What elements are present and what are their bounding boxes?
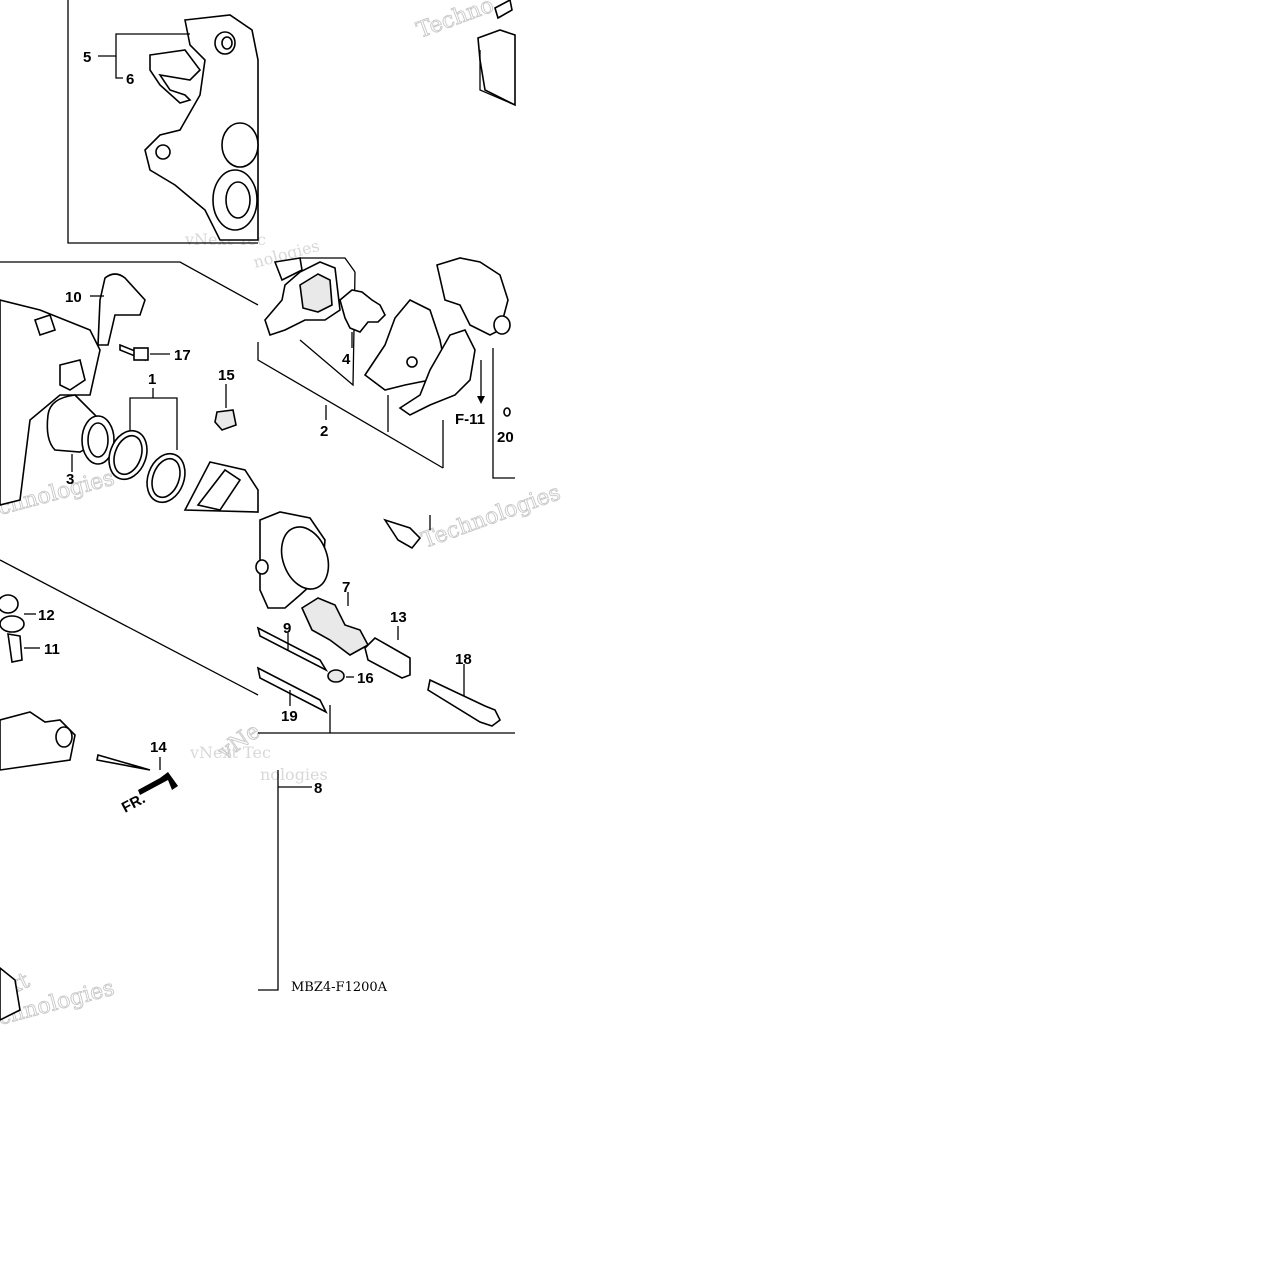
pin-bolt: [256, 626, 329, 672]
callout-1: 1: [148, 371, 156, 388]
callout-8: 8: [314, 780, 322, 797]
diagram-code: MBZ4-F1200A: [291, 980, 388, 995]
brake-pad-tile: 4 2 F-11 20: [257, 257, 515, 479]
callout-4: 4: [342, 351, 351, 368]
caliper-bracket-tile: 5 6: [67, 0, 259, 244]
watermark-text: nologies: [260, 765, 328, 784]
pin-boot: [300, 597, 370, 656]
washer: [503, 407, 511, 417]
brake-pad-outer: [363, 299, 446, 391]
callout-18: 18: [455, 651, 472, 668]
watermark-text: vNext Tec: [189, 743, 271, 762]
callout-6: 6: [126, 71, 134, 88]
bleeder-screw: [383, 518, 422, 550]
slide-pin-tile: 7 13 9 16 19 18: [255, 511, 515, 734]
caliper-bolt: [427, 678, 502, 727]
callout-17: 17: [174, 347, 191, 364]
pipe-clamp: [97, 273, 146, 346]
bleeder-valve: [7, 633, 23, 663]
bracket-corner-tile: [477, 0, 516, 107]
footer-tile: 8 MBZ4-F1200A: [0, 770, 388, 1021]
pad-pin: [96, 753, 151, 771]
front-arrow-icon: [138, 772, 178, 795]
watermark-text: Technologies: [419, 480, 564, 553]
callout-11: 11: [44, 641, 60, 658]
callout-5: 5: [83, 49, 91, 66]
callout-16: 16: [357, 670, 374, 687]
callout-3: 3: [66, 471, 74, 488]
rubber-boot-small: [327, 669, 345, 683]
caliper-body-tile: 10 17 3 1 15: [0, 261, 259, 513]
callout-7: 7: [342, 579, 350, 596]
bleeder-tile: 12 11 14 FR.: [0, 559, 259, 817]
callout-10: 10: [65, 289, 82, 306]
callout-13: 13: [390, 609, 407, 626]
callout-20: 20: [497, 429, 514, 446]
pad-spring: [339, 289, 386, 333]
callout-14: 14: [150, 739, 167, 756]
sleeve: [364, 637, 411, 679]
callout-12: 12: [38, 607, 55, 624]
front-marker-label: FR.: [119, 790, 148, 816]
callout-2: 2: [320, 423, 328, 440]
callout-15: 15: [218, 367, 235, 384]
shim: [398, 329, 476, 416]
callout-19: 19: [281, 708, 298, 725]
callout-9: 9: [283, 620, 291, 637]
reference-label: F-11: [455, 411, 485, 428]
bleeder-cap: [214, 409, 237, 431]
bleeder-cap-rubber: [0, 594, 19, 614]
retainer-clip: [149, 49, 202, 104]
pin-bolt-lower: [256, 666, 328, 714]
